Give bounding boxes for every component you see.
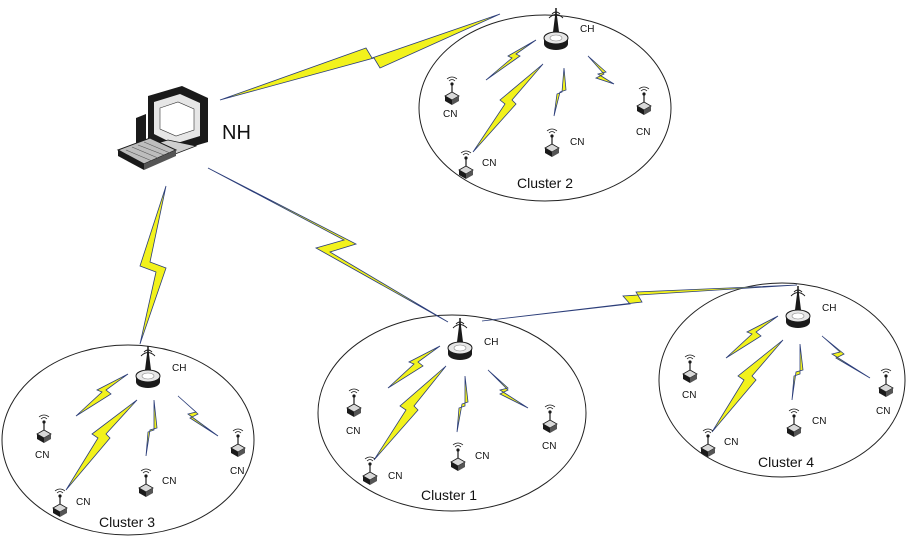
cluster-2-label: Cluster 2 — [517, 175, 573, 191]
cluster-4-node-icon — [682, 354, 698, 384]
cluster-3-node-icon — [138, 468, 154, 498]
cluster-3-node-label: CN — [230, 466, 244, 477]
link-nh-cluster1 — [207, 167, 449, 323]
cluster-2-head-label: CH — [580, 24, 594, 35]
cluster-4-node-label: CN — [682, 390, 696, 401]
cluster-4-links — [711, 315, 871, 433]
cluster-1-node-icon — [346, 388, 362, 418]
cluster-1-node-label: CN — [388, 471, 402, 482]
nh-computer-icon — [116, 86, 208, 170]
cluster-2-node-icon — [636, 86, 652, 116]
cluster-3-links — [65, 373, 219, 491]
cluster-2-node-icon — [458, 150, 474, 180]
cluster-1: CH CN CN CN CN Cluster 1 — [346, 317, 558, 503]
cluster-1-node-icon — [542, 404, 558, 434]
cluster-3-node-label: CN — [162, 476, 176, 487]
cluster-4-node-label: CN — [876, 406, 890, 417]
cluster-2-node-icon — [444, 76, 460, 106]
cluster-1-node-icon — [450, 442, 466, 472]
cluster-4-node-icon — [786, 408, 802, 438]
cluster-3-node-icon — [230, 428, 246, 458]
cluster-4-node-label: CN — [812, 416, 826, 427]
cluster-1-head-label: CH — [484, 337, 498, 348]
cluster-1-node-label: CN — [346, 426, 360, 437]
cluster-2-links — [472, 39, 615, 153]
cluster-2-node-label: CN — [482, 158, 496, 169]
cluster-1-head-icon — [447, 317, 473, 361]
cluster-4-node-icon — [878, 368, 894, 398]
cluster-4-boundary — [658, 282, 906, 478]
cluster-3-boundary — [1, 344, 255, 536]
cluster-2: CH CN CN CN CN Cluster 2 — [443, 7, 652, 191]
cluster-2-node-label: CN — [636, 127, 650, 138]
cluster-2-node-icon — [544, 128, 560, 158]
cluster-3-node-icon — [52, 488, 68, 518]
link-cluster1-cluster4 — [481, 284, 798, 322]
cluster-4-node-icon — [700, 428, 716, 458]
cluster-4-head-icon — [785, 285, 811, 329]
cluster-2-node-label: CN — [443, 109, 457, 120]
cluster-1-node-label: CN — [542, 441, 556, 452]
link-nh-cluster2 — [219, 13, 501, 101]
cluster-2-head-icon — [543, 7, 569, 51]
cluster-1-boundary — [317, 314, 587, 512]
cluster-2-boundary — [418, 14, 672, 202]
link-nh-cluster3 — [139, 185, 167, 345]
cluster-4: CH CN CN CN CN Cluster 4 — [682, 285, 894, 470]
cluster-4-head-label: CH — [822, 303, 836, 314]
cluster-3-head-label: CH — [172, 363, 186, 374]
cluster-1-node-label: CN — [475, 451, 489, 462]
cluster-4-node-label: CN — [724, 437, 738, 448]
cluster-1-links — [373, 345, 529, 461]
cluster-4-label: Cluster 4 — [758, 454, 814, 470]
cluster-2-node-label: CN — [570, 137, 584, 148]
cluster-3-label: Cluster 3 — [99, 514, 155, 530]
cluster-3-node-label: CN — [76, 497, 90, 508]
cluster-1-label: Cluster 1 — [421, 487, 477, 503]
cluster-1-node-icon — [362, 456, 378, 486]
cluster-3-node-icon — [36, 414, 52, 444]
cluster-3-node-label: CN — [35, 450, 49, 461]
nh-label: NH — [222, 122, 251, 144]
cluster-3: CH CN CN CN CN Cluster 3 — [35, 345, 246, 530]
cluster-3-head-icon — [135, 345, 161, 389]
